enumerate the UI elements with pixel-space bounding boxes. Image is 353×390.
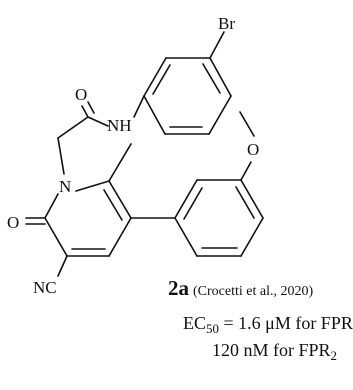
- bond: [108, 217, 132, 257]
- ec-label: EC: [183, 313, 207, 333]
- ec-value-fpr1: = 1.6 μM for FPR: [219, 313, 353, 333]
- bond: [81, 105, 89, 118]
- bond: [183, 187, 203, 220]
- bond: [108, 180, 132, 219]
- ring-nitrogen-label: N: [59, 177, 71, 196]
- ec-value-fpr2: 120 nM for FPR: [212, 340, 331, 360]
- bond: [152, 64, 171, 95]
- bromophenyl-ring: [143, 57, 232, 135]
- pyridinone-ring: [25, 180, 132, 257]
- bond: [240, 179, 264, 219]
- bond: [44, 217, 68, 257]
- amide-oxygen-label: O: [75, 85, 87, 104]
- bond: [235, 186, 255, 219]
- bond: [108, 143, 132, 182]
- bond: [202, 63, 221, 94]
- bond: [57, 116, 89, 139]
- bond: [240, 161, 252, 181]
- bond: [75, 180, 110, 192]
- ec50-fpr2-line: 120 nM for FPR2: [212, 340, 338, 363]
- methoxyphenyl-ring: [130, 111, 264, 257]
- compound-id: 2a: [168, 276, 189, 300]
- bond: [208, 95, 232, 135]
- bond: [174, 179, 198, 219]
- bond: [57, 255, 68, 277]
- bond: [133, 95, 145, 118]
- bond: [143, 95, 166, 135]
- bond: [209, 57, 232, 97]
- amide-linkage: [57, 95, 145, 175]
- bromine-label: Br: [218, 14, 235, 33]
- bond: [57, 137, 65, 175]
- citation: (Crocetti et al., 2020): [193, 284, 314, 299]
- bond: [87, 116, 109, 127]
- bond: [209, 31, 225, 59]
- bond: [103, 189, 123, 221]
- bond: [143, 57, 167, 97]
- fpr2-subscript: 2: [330, 348, 338, 363]
- nitrile-label: NC: [33, 278, 57, 297]
- bond: [240, 217, 264, 257]
- caption-block: 2a (Crocetti et al., 2020) EC50 = 1.6 μM …: [0, 272, 353, 390]
- amide-nh-label: NH: [107, 116, 132, 135]
- compound-line: 2a (Crocetti et al., 2020): [168, 276, 313, 301]
- bond: [239, 111, 255, 137]
- ec-subscript: 50: [206, 321, 220, 336]
- methoxy-oxygen-label: O: [247, 140, 259, 159]
- bond: [174, 217, 198, 257]
- carbonyl-oxygen-label: O: [7, 213, 19, 232]
- bond: [44, 193, 59, 219]
- bond: [87, 101, 95, 114]
